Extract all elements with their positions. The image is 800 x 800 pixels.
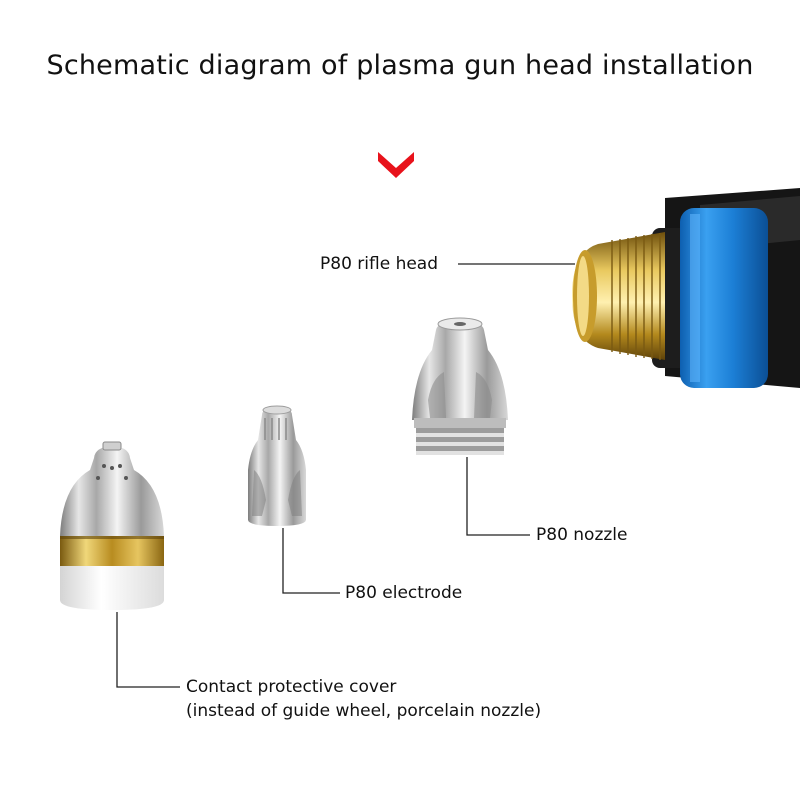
nozzle-label: P80 nozzle <box>536 525 628 545</box>
cover-label-line2: (instead of guide wheel, porcelain nozzl… <box>186 701 542 721</box>
electrode-label: P80 electrode <box>345 583 463 603</box>
protective-cover-illustration <box>60 441 164 610</box>
electrode-illustration <box>248 405 306 526</box>
cover-leader-line <box>116 612 180 688</box>
rifle-head-label: P80 rifle head <box>320 254 439 274</box>
nozzle-illustration <box>412 317 508 455</box>
electrode-leader-line <box>282 528 340 594</box>
cover-label-line1: Contact protective cover <box>186 677 397 697</box>
diagram-title: Schematic diagram of plasma gun head ins… <box>46 50 754 81</box>
leader-lines <box>116 263 575 688</box>
nozzle-leader-line <box>466 457 530 536</box>
down-arrow-icon <box>378 152 414 178</box>
rifle-head-illustration <box>572 188 800 388</box>
